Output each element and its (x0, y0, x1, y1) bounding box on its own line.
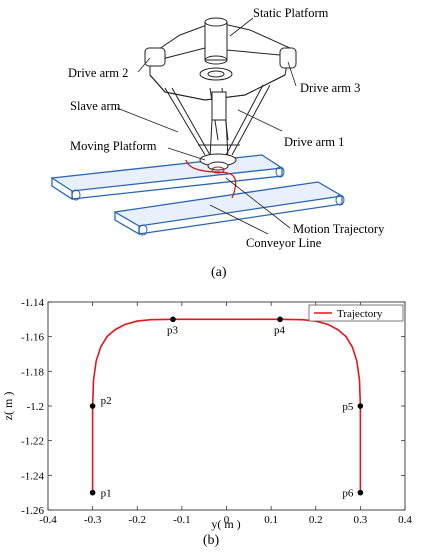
point-label-p6: p6 (342, 488, 354, 500)
x-tick-label: -0.3 (84, 514, 102, 526)
y-axis-label: z( m ) (1, 392, 15, 421)
point-p2 (89, 403, 96, 409)
x-tick-label: 0 (224, 514, 230, 526)
point-label-p5: p5 (342, 401, 354, 413)
point-label-p1: p1 (101, 488, 112, 500)
label-static-platform: Static Platform (253, 6, 329, 20)
point-p1 (89, 489, 96, 496)
label-moving-platform: Moving Platform (70, 139, 157, 153)
point-p6 (357, 489, 364, 496)
trajectory-chart-panel: -0.4 -0.3 -0.2 -0.1 0 0.1 0.2 0.3 0.4 -1.14 -1.16… (0, 282, 423, 550)
delta-robot-illustration: Static Platform Drive arm 2 Drive arm 3 … (50, 6, 385, 280)
x-tick-label: -0.1 (173, 514, 190, 526)
x-tick-label: 0.2 (309, 514, 323, 526)
y-tick-label: -1.16 (21, 332, 44, 344)
point-p5 (357, 403, 364, 409)
legend-box (308, 304, 404, 322)
x-tick-label: 0.3 (354, 514, 368, 526)
legend: Trajectory (308, 304, 404, 322)
y-tick-label: -1.14 (21, 297, 44, 309)
series-layer (91, 318, 362, 493)
x-tick-label: -0.2 (129, 514, 146, 526)
motion-trajectory-curve (185, 159, 237, 199)
y-tick-label: -1.2 (27, 401, 44, 413)
point-label-p4: p4 (274, 324, 286, 336)
point-label-p2: p2 (101, 395, 112, 407)
series-line-trajectory (91, 318, 362, 493)
x-tick-label: 0.1 (264, 514, 278, 526)
static-platform (149, 17, 291, 101)
x-tick-label: 0.4 (398, 514, 412, 526)
delta-robot-diagram: Static Platform Drive arm 2 Drive arm 3 … (50, 6, 385, 280)
y-tick-label: -1.24 (21, 470, 44, 482)
drive-arm-3-motor (279, 47, 297, 69)
x-axis-label: y( m ) (211, 517, 240, 531)
y-tick-label: -1.18 (21, 366, 44, 378)
legend-label-trajectory: Trajectory (337, 308, 383, 320)
conveyor-belt-2 (113, 181, 345, 236)
y-axis-ticks: -1.14 -1.16 -1.18 -1.2 -1.22 -1.24 -1.26 (21, 297, 405, 517)
x-axis-ticks: -0.4 -0.3 -0.2 -0.1 0 0.1 0.2 0.3 0.4 (39, 302, 412, 526)
moving-platform (199, 153, 237, 174)
drive-arm-2-motor (144, 47, 166, 67)
points-layer: p1 p2 p3 p4 p5 p6 (89, 316, 364, 500)
caption-b: (b) (203, 533, 220, 548)
x-tick-label: -0.4 (39, 514, 57, 526)
label-conveyor-line: Conveyor Line (246, 236, 322, 250)
label-drive-arm-1: Drive arm 1 (284, 135, 344, 149)
label-drive-arm-3: Drive arm 3 (300, 81, 360, 95)
point-label-p3: p3 (167, 324, 179, 336)
y-tick-label: -1.22 (21, 436, 44, 448)
y-tick-label: -1.26 (21, 505, 44, 517)
trajectory-chart: -0.4 -0.3 -0.2 -0.1 0 0.1 0.2 0.3 0.4 -1.14 -1.16… (1, 297, 412, 548)
caption-a: (a) (211, 265, 227, 280)
label-drive-arm-2: Drive arm 2 (68, 66, 128, 80)
slave-arms (164, 84, 271, 159)
point-p3 (170, 316, 176, 323)
point-p4 (277, 316, 283, 323)
label-slave-arm: Slave arm (70, 99, 121, 113)
label-motion-trajectory: Motion Trajectory (293, 222, 385, 236)
